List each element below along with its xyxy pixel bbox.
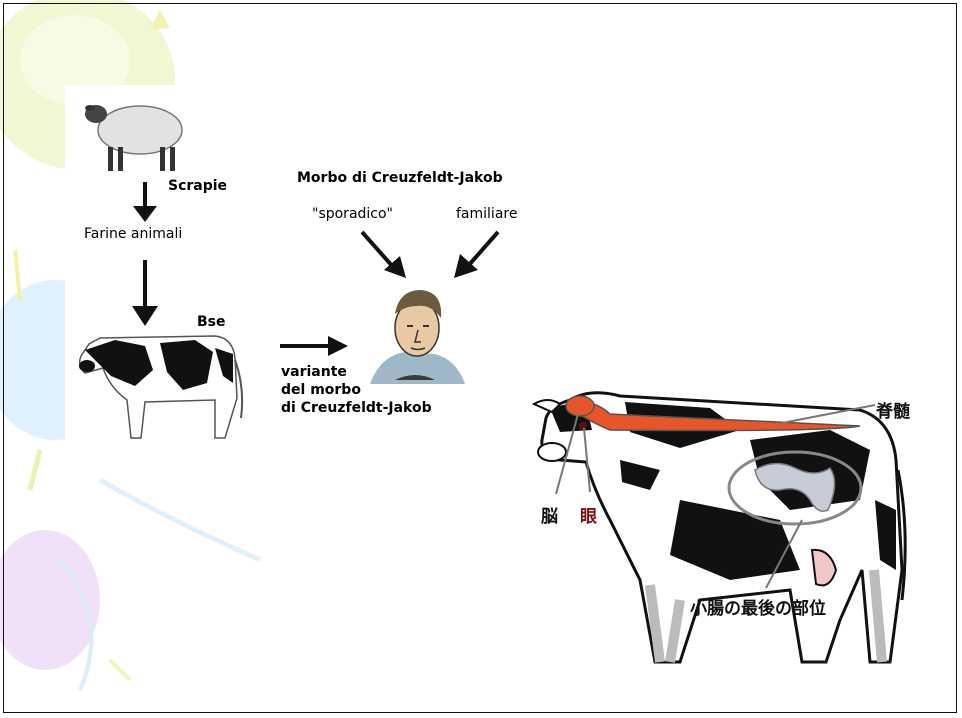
slide-frame [3, 3, 957, 713]
